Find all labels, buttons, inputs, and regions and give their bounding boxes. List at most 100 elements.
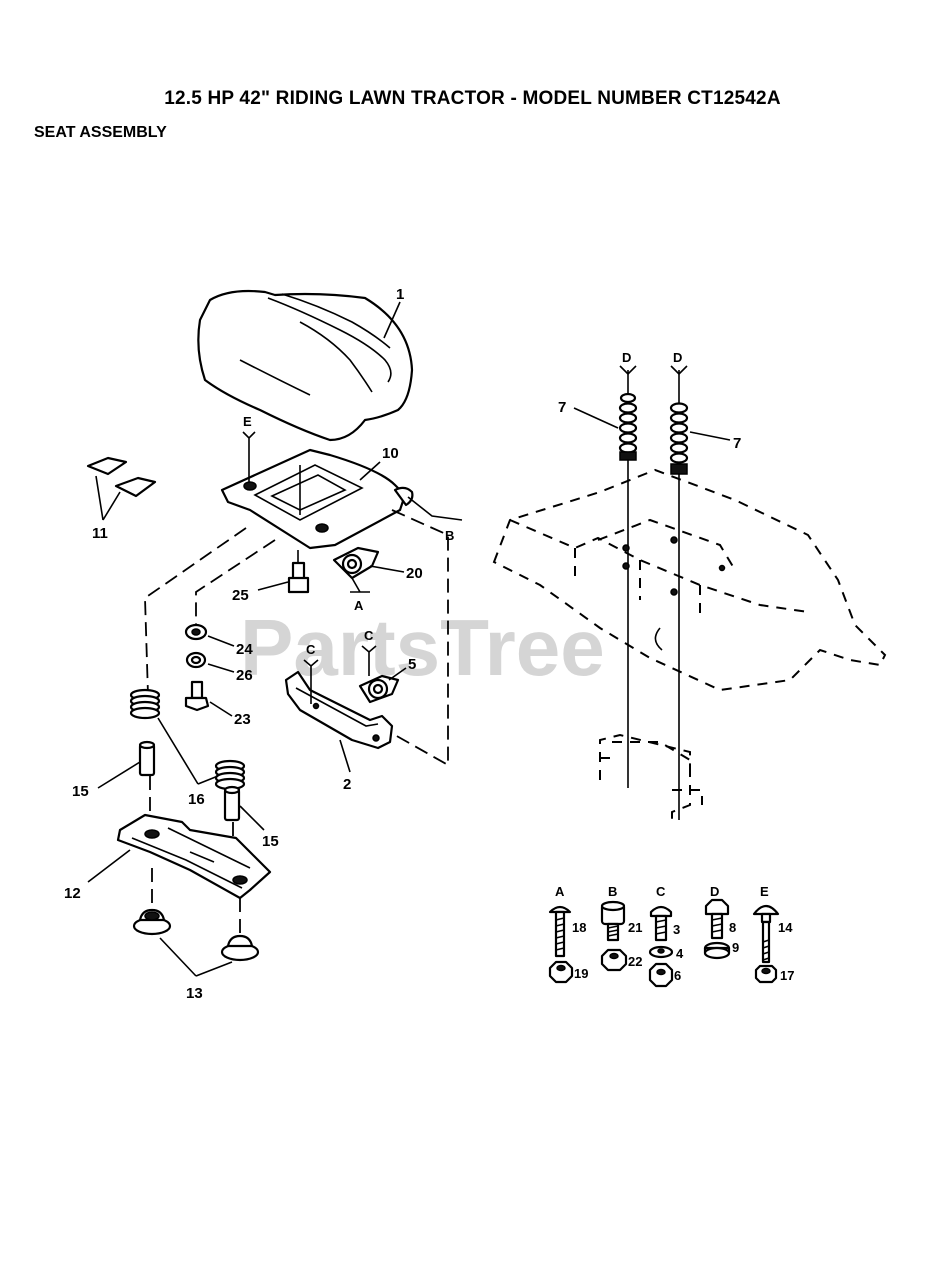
spring-16-right[interactable] <box>214 759 246 791</box>
bolt-3[interactable] <box>649 905 673 942</box>
nut-22[interactable] <box>600 948 628 972</box>
ref-b-leader <box>407 496 463 521</box>
seat-clips[interactable] <box>86 456 157 498</box>
callout-18: 18 <box>572 920 586 935</box>
bolt-18[interactable] <box>548 905 572 958</box>
leader-15-right <box>239 805 265 831</box>
leader-10 <box>359 461 381 481</box>
washer-9[interactable] <box>703 941 731 960</box>
legend-b-header: B <box>608 884 617 899</box>
ref-d-right: D <box>673 350 682 365</box>
callout-25: 25 <box>232 587 249 604</box>
nut-17[interactable] <box>754 964 778 984</box>
nut-6[interactable] <box>648 962 674 988</box>
guide-right-frame <box>391 509 449 767</box>
ref-c-left-arrow <box>303 659 319 704</box>
hardware-legend: A B C D E <box>555 884 769 899</box>
spring-16-left[interactable] <box>129 688 161 720</box>
ref-e-arrow <box>242 431 256 482</box>
leader-24 <box>207 635 235 647</box>
guide-mid-frame <box>195 539 276 628</box>
leader-7-right <box>689 431 731 441</box>
callout-14: 14 <box>778 920 793 935</box>
ref-b-label: B <box>445 528 454 543</box>
leader-13 <box>159 937 233 977</box>
callout-1: 1 <box>396 286 404 303</box>
leader-1 <box>383 301 401 339</box>
shoulder-bolt-21[interactable] <box>600 900 626 942</box>
tractor-body-outline <box>492 468 887 820</box>
ref-c-left: C <box>306 642 316 657</box>
callout-8: 8 <box>729 920 736 935</box>
callout-3: 3 <box>673 922 680 937</box>
ref-a-arrow <box>350 577 370 593</box>
base-plate[interactable] <box>116 813 272 900</box>
clamp-20[interactable] <box>332 546 380 580</box>
lock-washer-26[interactable] <box>185 651 207 669</box>
callout-17: 17 <box>780 968 794 983</box>
callout-11: 11 <box>92 525 108 542</box>
leader-11 <box>95 475 121 521</box>
callout-24: 24 <box>236 641 253 658</box>
leader-16 <box>157 717 219 785</box>
ref-d-right-arrow <box>670 365 688 376</box>
leader-5 <box>388 667 407 681</box>
callout-15-left: 15 <box>72 783 89 800</box>
shoulder-bolt[interactable] <box>287 550 310 594</box>
legend-e-header: E <box>760 884 769 899</box>
spacer-15-right[interactable] <box>223 785 241 822</box>
ref-d-left: D <box>622 350 631 365</box>
bolt-23[interactable] <box>184 680 210 712</box>
nut-19[interactable] <box>548 960 574 984</box>
callout-19: 19 <box>574 966 588 981</box>
ref-c-right-arrow <box>361 645 377 676</box>
callout-20: 20 <box>406 565 423 582</box>
seat-hinge-bracket[interactable] <box>284 670 394 750</box>
callout-5: 5 <box>408 656 416 673</box>
leader-12 <box>87 849 131 883</box>
callout-9: 9 <box>732 940 739 955</box>
ref-e-top: E <box>243 414 252 429</box>
bushing-13-left[interactable] <box>132 908 172 936</box>
callout-4: 4 <box>676 946 684 961</box>
callout-7-left: 7 <box>558 399 566 416</box>
guide-bushings <box>151 868 241 938</box>
callout-16: 16 <box>188 791 205 808</box>
diagram-subtitle: SEAT ASSEMBLY <box>34 124 167 141</box>
bolt-8[interactable] <box>704 898 730 940</box>
ref-a-label: A <box>354 598 364 613</box>
legend-c-header: C <box>656 884 666 899</box>
callout-2: 2 <box>343 776 351 793</box>
washer-4[interactable] <box>648 945 674 959</box>
callout-10: 10 <box>382 445 399 462</box>
carriage-bolt-14[interactable] <box>752 904 780 964</box>
callout-15-right: 15 <box>262 833 279 850</box>
ref-c-right: C <box>364 628 374 643</box>
spring-7-right[interactable] <box>669 402 689 475</box>
legend-a-header: A <box>555 884 565 899</box>
seat-pan[interactable] <box>220 448 414 550</box>
leader-2 <box>339 739 351 773</box>
leader-20 <box>369 565 405 573</box>
spacer-15-left[interactable] <box>138 740 156 777</box>
ref-d-left-arrow <box>619 365 637 376</box>
callout-23: 23 <box>234 711 251 728</box>
callout-6: 6 <box>674 968 681 983</box>
callout-12: 12 <box>64 885 81 902</box>
bushing-13-right[interactable] <box>220 934 260 962</box>
clamp-5[interactable] <box>358 674 400 704</box>
leader-7-left <box>573 407 619 429</box>
callout-22: 22 <box>628 954 642 969</box>
callout-13: 13 <box>186 985 203 1002</box>
callout-21: 21 <box>628 920 642 935</box>
leader-25 <box>257 581 289 591</box>
leader-26 <box>207 663 235 673</box>
spring-7-left[interactable] <box>618 392 638 461</box>
callout-26: 26 <box>236 667 253 684</box>
seat-cushion[interactable] <box>197 289 414 442</box>
leader-23 <box>209 701 233 717</box>
washer-24[interactable] <box>184 623 208 641</box>
diagram-title: 12.5 HP 42" RIDING LAWN TRACTOR - MODEL … <box>164 88 781 109</box>
leader-15-left <box>97 761 141 789</box>
